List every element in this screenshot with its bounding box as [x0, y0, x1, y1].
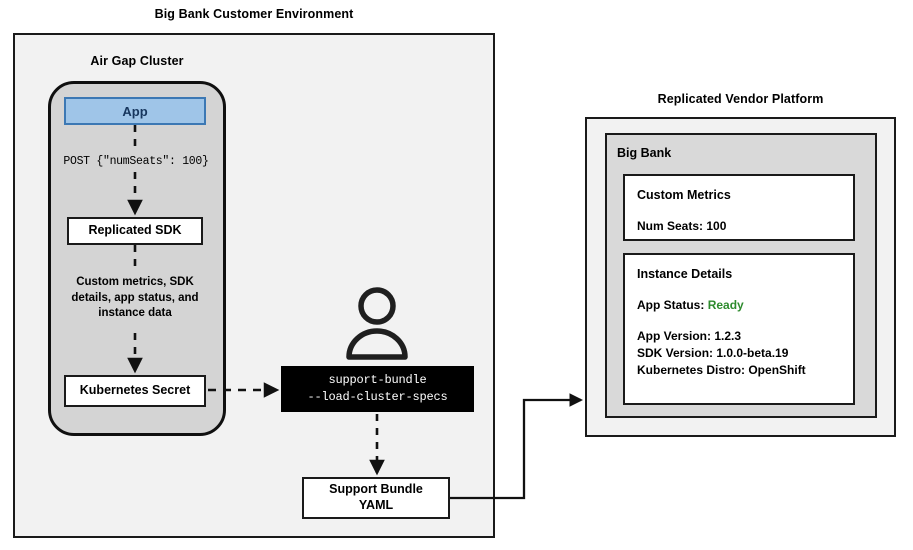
air-gap-cluster-title: Air Gap Cluster	[90, 54, 184, 68]
metrics-flow-label-line3: instance data	[98, 307, 172, 320]
support-bundle-command-line1: support-bundle	[328, 372, 427, 387]
metrics-flow-label-line1: Custom metrics, SDK	[76, 276, 194, 288]
replicated-sdk-label: Replicated SDK	[88, 223, 182, 238]
kubernetes-distro-row: Kubernetes Distro: OpenShift	[637, 363, 806, 378]
app-node-label: App	[122, 103, 148, 119]
metrics-flow-label: Custom metrics, SDK details, app status,…	[56, 275, 214, 322]
app-version-row: App Version: 1.2.3	[637, 328, 742, 343]
vendor-platform-title: Replicated Vendor Platform	[657, 92, 824, 106]
kubernetes-secret-node[interactable]: Kubernetes Secret	[64, 375, 206, 407]
app-status-row: App Status: Ready	[637, 297, 841, 314]
instance-details-card: Instance Details App Status: Ready App V…	[623, 253, 855, 405]
spacer	[637, 315, 841, 328]
tenant-name-label: Big Bank	[617, 146, 672, 160]
replicated-sdk-node[interactable]: Replicated SDK	[67, 217, 203, 245]
kubernetes-secret-label: Kubernetes Secret	[79, 383, 191, 398]
app-node[interactable]: App	[64, 97, 206, 125]
instance-details-heading: Instance Details	[637, 267, 733, 281]
support-bundle-yaml-line2: YAML	[358, 498, 394, 512]
custom-metrics-card: Custom Metrics Num Seats: 100	[623, 174, 855, 241]
customer-environment-title: Big Bank Customer Environment	[154, 7, 354, 21]
custom-metrics-num-seats: Num Seats: 100	[637, 219, 727, 234]
support-bundle-yaml-node[interactable]: Support Bundle YAML	[302, 477, 450, 519]
post-request-label: POST {"numSeats": 100}	[63, 155, 209, 168]
sdk-version-row: SDK Version: 1.0.0-beta.19	[637, 345, 789, 360]
support-bundle-yaml-line1: Support Bundle	[329, 482, 423, 497]
support-bundle-command-node[interactable]: support-bundle --load-cluster-specs	[281, 366, 474, 412]
app-status-label: App Status:	[637, 298, 705, 313]
app-status-badge: Ready	[707, 298, 744, 313]
custom-metrics-heading: Custom Metrics	[637, 188, 731, 202]
support-bundle-command-line2: --load-cluster-specs	[307, 390, 448, 404]
metrics-flow-label-line2: details, app status, and	[71, 291, 199, 304]
